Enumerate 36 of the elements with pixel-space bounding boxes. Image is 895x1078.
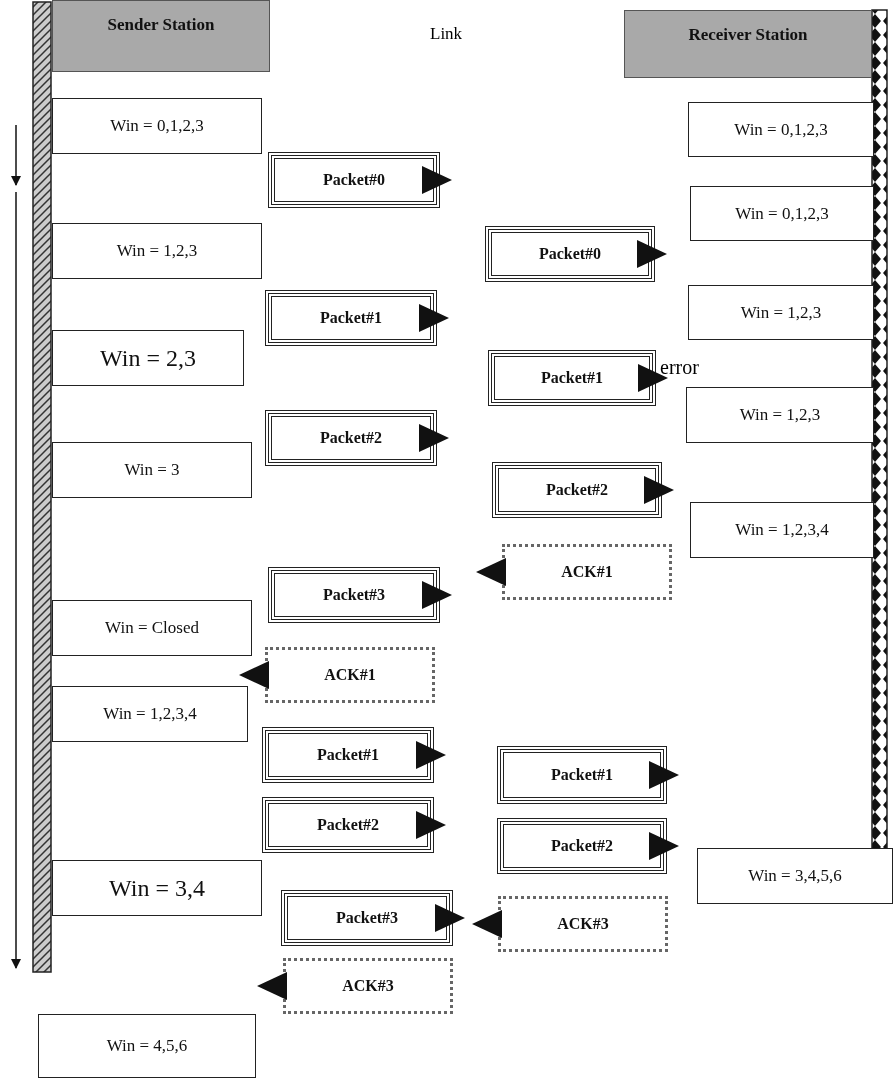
window-box: Win = 0,1,2,3 (688, 102, 874, 157)
ack-box: ACK#1 (265, 647, 435, 703)
window-box: Win = 3 (52, 442, 252, 498)
window-box: Win = 1,2,3 (686, 387, 874, 443)
packet-box: Packet#3 (268, 567, 440, 623)
ack-box: ACK#3 (498, 896, 668, 952)
window-box: Win = 1,2,3 (52, 223, 262, 279)
window-box: Win = 0,1,2,3 (690, 186, 874, 241)
station-header: Sender Station (52, 0, 270, 72)
window-box: Win = 1,2,3,4 (52, 686, 248, 742)
window-box: Win = 4,5,6 (38, 1014, 256, 1078)
window-box: Win = 0,1,2,3 (52, 98, 262, 154)
receiver-timeline-bar (871, 9, 888, 851)
packet-box: Packet#1 (265, 290, 437, 346)
packet-box: Packet#1 (488, 350, 656, 406)
packet-box: Packet#1 (262, 727, 434, 783)
window-box: Win = 1,2,3 (688, 285, 874, 340)
window-box: Win = 1,2,3,4 (690, 502, 874, 558)
ack-box: ACK#3 (283, 958, 453, 1014)
station-header: Receiver Station (624, 10, 872, 78)
packet-box: Packet#2 (262, 797, 434, 853)
packet-box: Packet#2 (497, 818, 667, 874)
annotation: error (660, 356, 699, 379)
packet-box: Packet#0 (268, 152, 440, 208)
packet-box: Packet#2 (265, 410, 437, 466)
window-box: Win = 2,3 (52, 330, 244, 386)
window-box: Win = 3,4 (52, 860, 262, 916)
packet-box: Packet#3 (281, 890, 453, 946)
packet-box: Packet#2 (492, 462, 662, 518)
sender-timeline-bar (32, 1, 52, 973)
ack-box: ACK#1 (502, 544, 672, 600)
packet-box: Packet#1 (497, 746, 667, 804)
window-box: Win = 3,4,5,6 (697, 848, 893, 904)
window-box: Win = Closed (52, 600, 252, 656)
link-label: Link (430, 24, 463, 44)
packet-box: Packet#0 (485, 226, 655, 282)
